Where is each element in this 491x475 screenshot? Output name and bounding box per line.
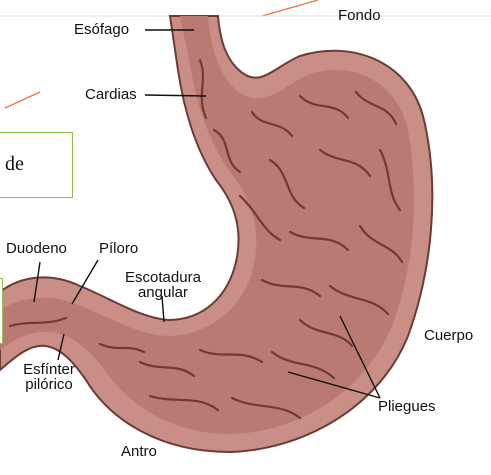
overlay-box-top: de — [0, 132, 73, 198]
label-piloro: Píloro — [99, 240, 138, 257]
label-fondo: Fondo — [338, 7, 381, 24]
label-duodeno: Duodeno — [6, 240, 67, 257]
label-cardias: Cardias — [85, 86, 137, 103]
label-escotadura-line2: angular — [119, 284, 207, 301]
overlay-box-bottom — [0, 278, 3, 344]
label-antro: Antro — [121, 443, 157, 460]
accent-line-left — [5, 92, 40, 108]
label-cuerpo: Cuerpo — [424, 327, 473, 344]
accent-line-top — [262, 0, 318, 16]
leader-cardias — [145, 95, 206, 96]
label-esofago: Esófago — [74, 21, 129, 38]
overlay-box-text: de — [5, 153, 24, 176]
label-esfinter-line2: pilórico — [14, 376, 84, 393]
label-pliegues: Pliegues — [378, 398, 436, 415]
